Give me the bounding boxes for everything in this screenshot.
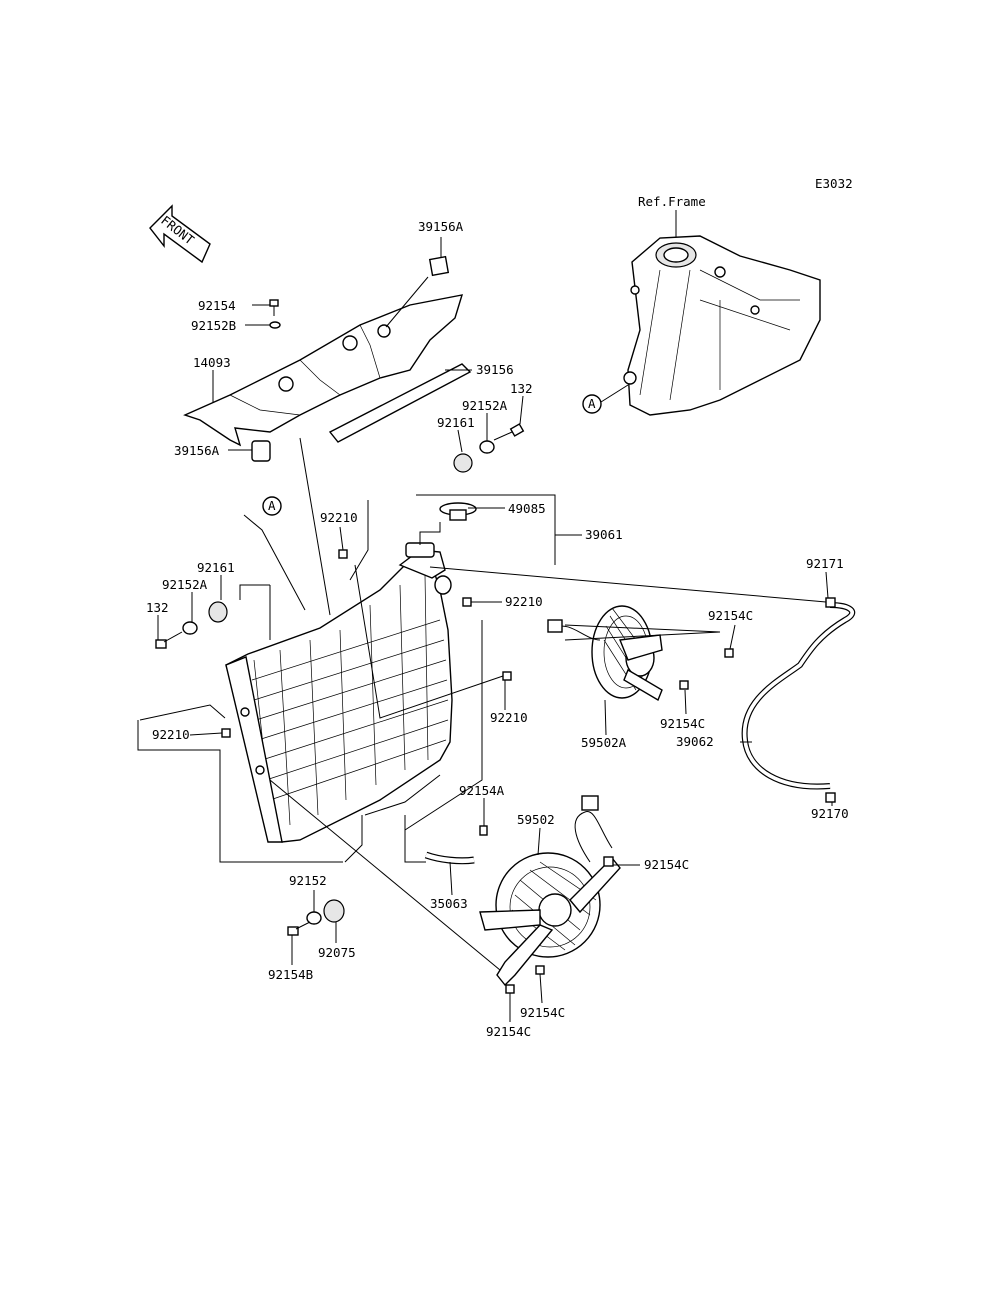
bolt-132-left <box>155 631 183 649</box>
label-92154-top: 92154 <box>198 298 236 313</box>
label-92154B: 92154B <box>268 967 313 982</box>
label-92161-top: 92161 <box>437 415 475 430</box>
ref-marker-frame <box>582 394 602 414</box>
label-39062: 39062 <box>676 734 714 749</box>
label-92075: 92075 <box>318 945 356 960</box>
connector-59502 <box>581 795 599 811</box>
label-59502A: 59502A <box>581 735 627 750</box>
label-92152A-left: 92152A <box>162 577 208 592</box>
label-35063: 35063 <box>430 896 468 911</box>
label-92154C-b: 92154C <box>660 716 705 731</box>
label-92161-left: 92161 <box>197 560 235 575</box>
label-92154C-c: 92154C <box>644 857 689 872</box>
label-92152: 92152 <box>289 873 327 888</box>
bolt-132-top <box>493 423 525 441</box>
frame-drawing <box>623 235 821 416</box>
collar-92152A-left <box>182 621 198 635</box>
bolt-92154B <box>287 921 311 936</box>
label-39156A-low: 39156A <box>174 443 220 458</box>
clamp-92170 <box>825 792 836 803</box>
clip-92210-left <box>221 728 231 738</box>
ref-marker-frame-label: A <box>588 396 596 411</box>
label-39156A-top: 39156A <box>418 219 464 234</box>
nut-92154C-d <box>535 965 545 975</box>
nut-92154C-c <box>603 856 614 867</box>
ref-marker-radiator-label: A <box>268 498 276 513</box>
rubber-39156A-low <box>251 440 271 462</box>
label-59502: 59502 <box>517 812 555 827</box>
cooling-fan-59502 <box>479 852 621 987</box>
label-92154C-e: 92154C <box>486 1024 531 1039</box>
label-92154C-d: 92154C <box>520 1005 565 1020</box>
bolt-92154 <box>269 299 279 316</box>
nut-92154C-b <box>679 680 689 690</box>
collar-92152A-top <box>479 440 495 454</box>
seal-strip-39156 <box>328 363 472 443</box>
label-39156: 39156 <box>476 362 514 377</box>
label-92210-a: 92210 <box>320 510 358 525</box>
label-92171: 92171 <box>806 556 844 571</box>
cooling-fan-59502A <box>591 605 663 702</box>
label-132-top: 132 <box>510 381 533 396</box>
leader-lines <box>137 237 833 1022</box>
ref-frame-label: Ref.Frame <box>638 194 706 209</box>
bolt-92154A <box>479 825 488 836</box>
nut-92154C-e <box>505 984 515 994</box>
radiator-bracket-14093 <box>183 294 464 447</box>
fan-59502-wire <box>574 811 613 863</box>
diagram-code: E3032 <box>815 176 853 191</box>
part-labels: 39156A 92154 92152B 14093 39156 132 9215… <box>146 219 849 1039</box>
rubber-39156A-top <box>428 255 450 277</box>
front-arrow-icon: FRONT <box>149 204 211 264</box>
grommet-92161-left <box>208 601 228 623</box>
grommet-92161-top <box>453 453 473 473</box>
clip-92210-c <box>502 671 512 681</box>
label-92152B: 92152B <box>191 318 236 333</box>
label-14093: 14093 <box>193 355 231 370</box>
clip-92210-b <box>462 597 472 607</box>
label-92154A: 92154A <box>459 783 505 798</box>
label-39061: 39061 <box>585 527 623 542</box>
nut-92154C-a <box>724 648 734 658</box>
overflow-hose-39062 <box>741 602 856 790</box>
ref-marker-radiator <box>262 496 282 516</box>
clamp-92171 <box>825 597 836 608</box>
label-92154C-a: 92154C <box>708 608 753 623</box>
label-92210-b: 92210 <box>505 594 543 609</box>
radiator-cap-49085 <box>439 502 477 521</box>
label-92210-c: 92210 <box>490 710 528 725</box>
grommet-92075 <box>323 899 345 923</box>
label-92170: 92170 <box>811 806 849 821</box>
radiator <box>225 542 453 843</box>
clip-92210-a <box>338 549 348 559</box>
label-49085: 49085 <box>508 501 546 516</box>
washer-92152B <box>269 321 281 329</box>
label-92152A-top: 92152A <box>462 398 508 413</box>
label-132-left: 132 <box>146 600 169 615</box>
connector-59502A <box>547 619 563 633</box>
label-92210-left: 92210 <box>152 727 190 742</box>
